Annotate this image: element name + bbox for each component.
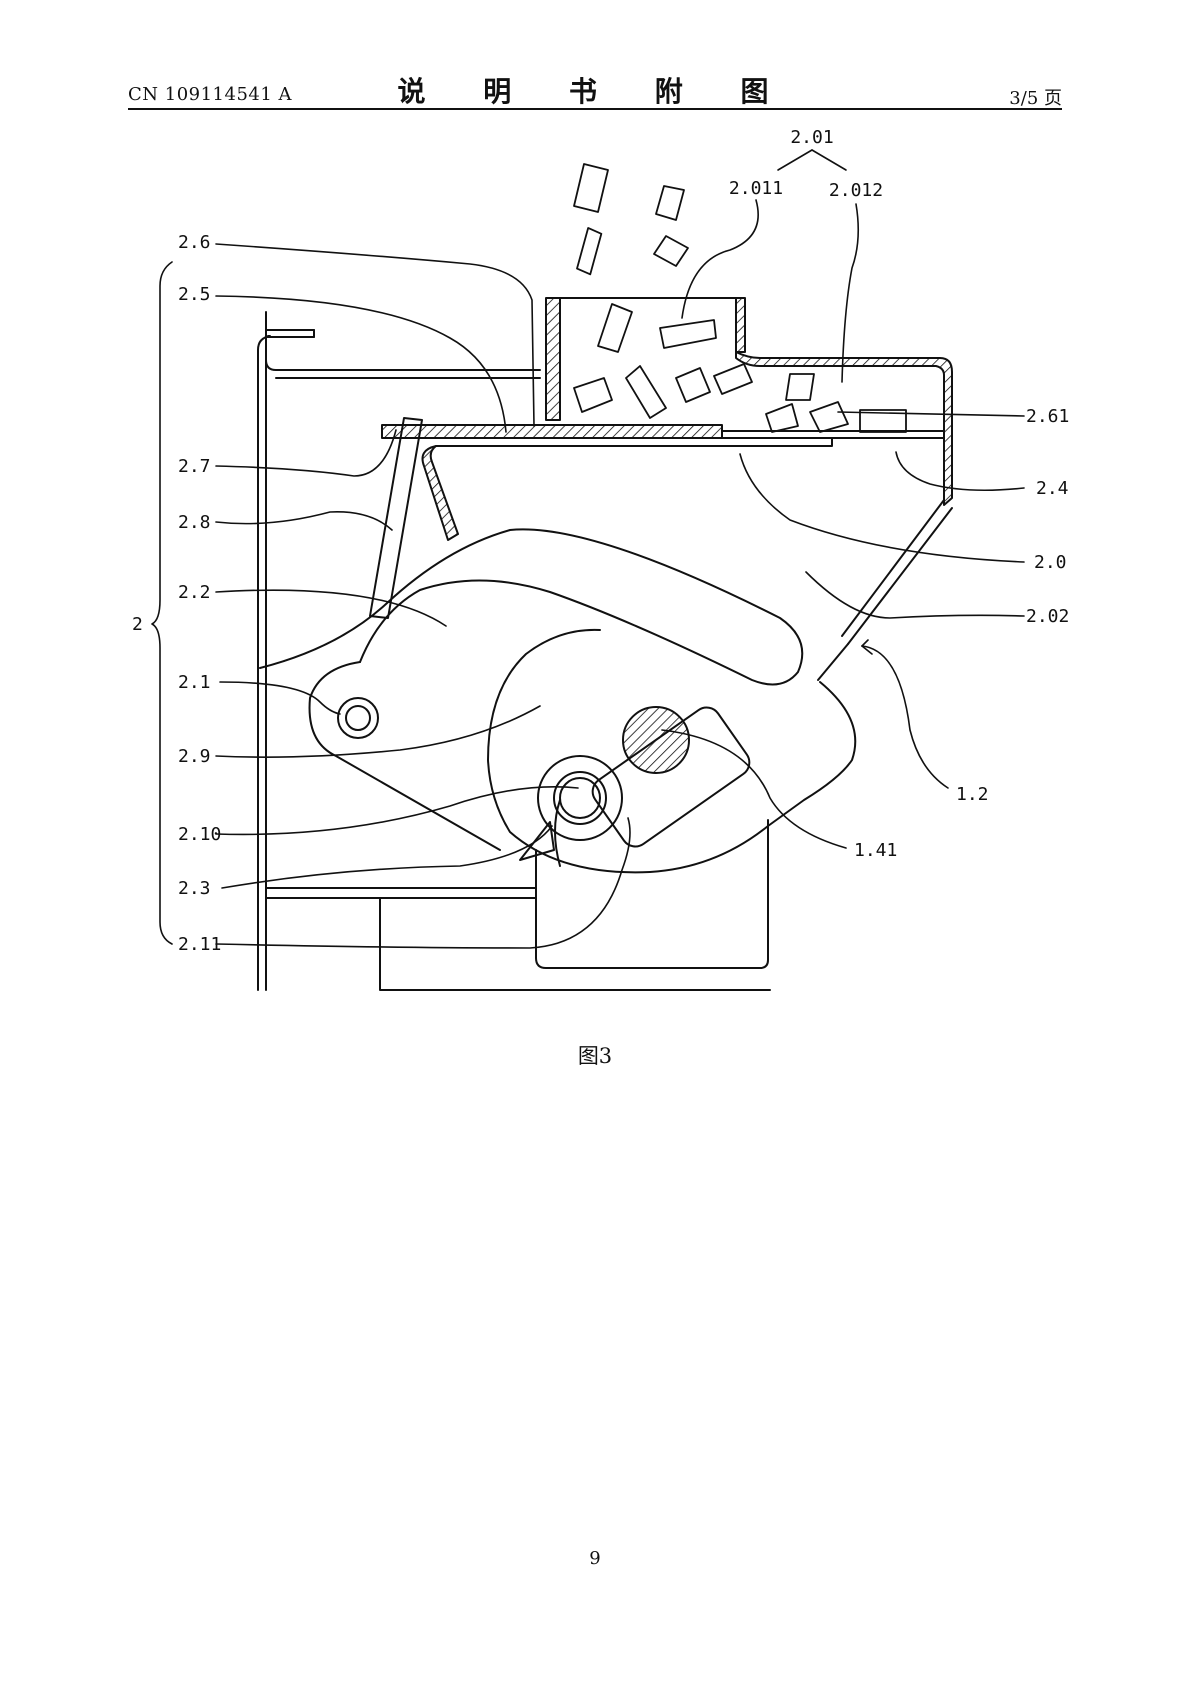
label-2-011: 2.011 [729, 178, 783, 199]
label-2-9: 2.9 [178, 746, 211, 767]
label-2-2: 2.2 [178, 582, 211, 603]
swing-arm [259, 528, 804, 851]
hopper [545, 297, 953, 506]
label-1-41: 1.41 [854, 840, 897, 861]
bottle-caps [573, 163, 907, 433]
page-fraction: 3/5 页 [1009, 88, 1062, 109]
label-2-8: 2.8 [178, 512, 211, 533]
label-2-1: 2.1 [178, 672, 211, 693]
label-2-0: 2.0 [1034, 552, 1067, 573]
label-2-012: 2.012 [829, 180, 883, 201]
label-2-5: 2.5 [178, 284, 211, 305]
label-2-01: 2.01 [790, 127, 833, 148]
reference-labels: 2.01 2.011 2.012 2.6 2.5 2.61 2.4 2.7 2.… [132, 127, 1069, 955]
chute-wall [817, 499, 953, 681]
patent-drawing: 2.01 2.011 2.012 2.6 2.5 2.61 2.4 2.7 2.… [132, 127, 1069, 991]
label-2-3: 2.3 [178, 878, 211, 899]
label-2-7: 2.7 [178, 456, 211, 477]
cam-disc [487, 628, 857, 874]
label-1-2: 1.2 [956, 784, 989, 805]
label-2-4: 2.4 [1036, 478, 1069, 499]
left-frame [257, 311, 541, 991]
label-2-6: 2.6 [178, 232, 211, 253]
header-rule [128, 108, 1062, 110]
feed-plate [381, 424, 945, 541]
bottom-base [265, 819, 771, 991]
label-2-10: 2.10 [178, 824, 221, 845]
label-2: 2 [132, 614, 143, 635]
page-number: 9 [589, 1548, 601, 1569]
page-title: 说 明 书 附 图 [397, 75, 793, 108]
label-2-02: 2.02 [1026, 606, 1069, 627]
label-2-11: 2.11 [178, 934, 221, 955]
label-2-61: 2.61 [1026, 406, 1069, 427]
pusher-bar [369, 417, 423, 619]
document-number: CN 109114541 A [128, 84, 293, 105]
figure-caption: 图3 [577, 1044, 613, 1068]
leader-lines [151, 149, 1025, 949]
